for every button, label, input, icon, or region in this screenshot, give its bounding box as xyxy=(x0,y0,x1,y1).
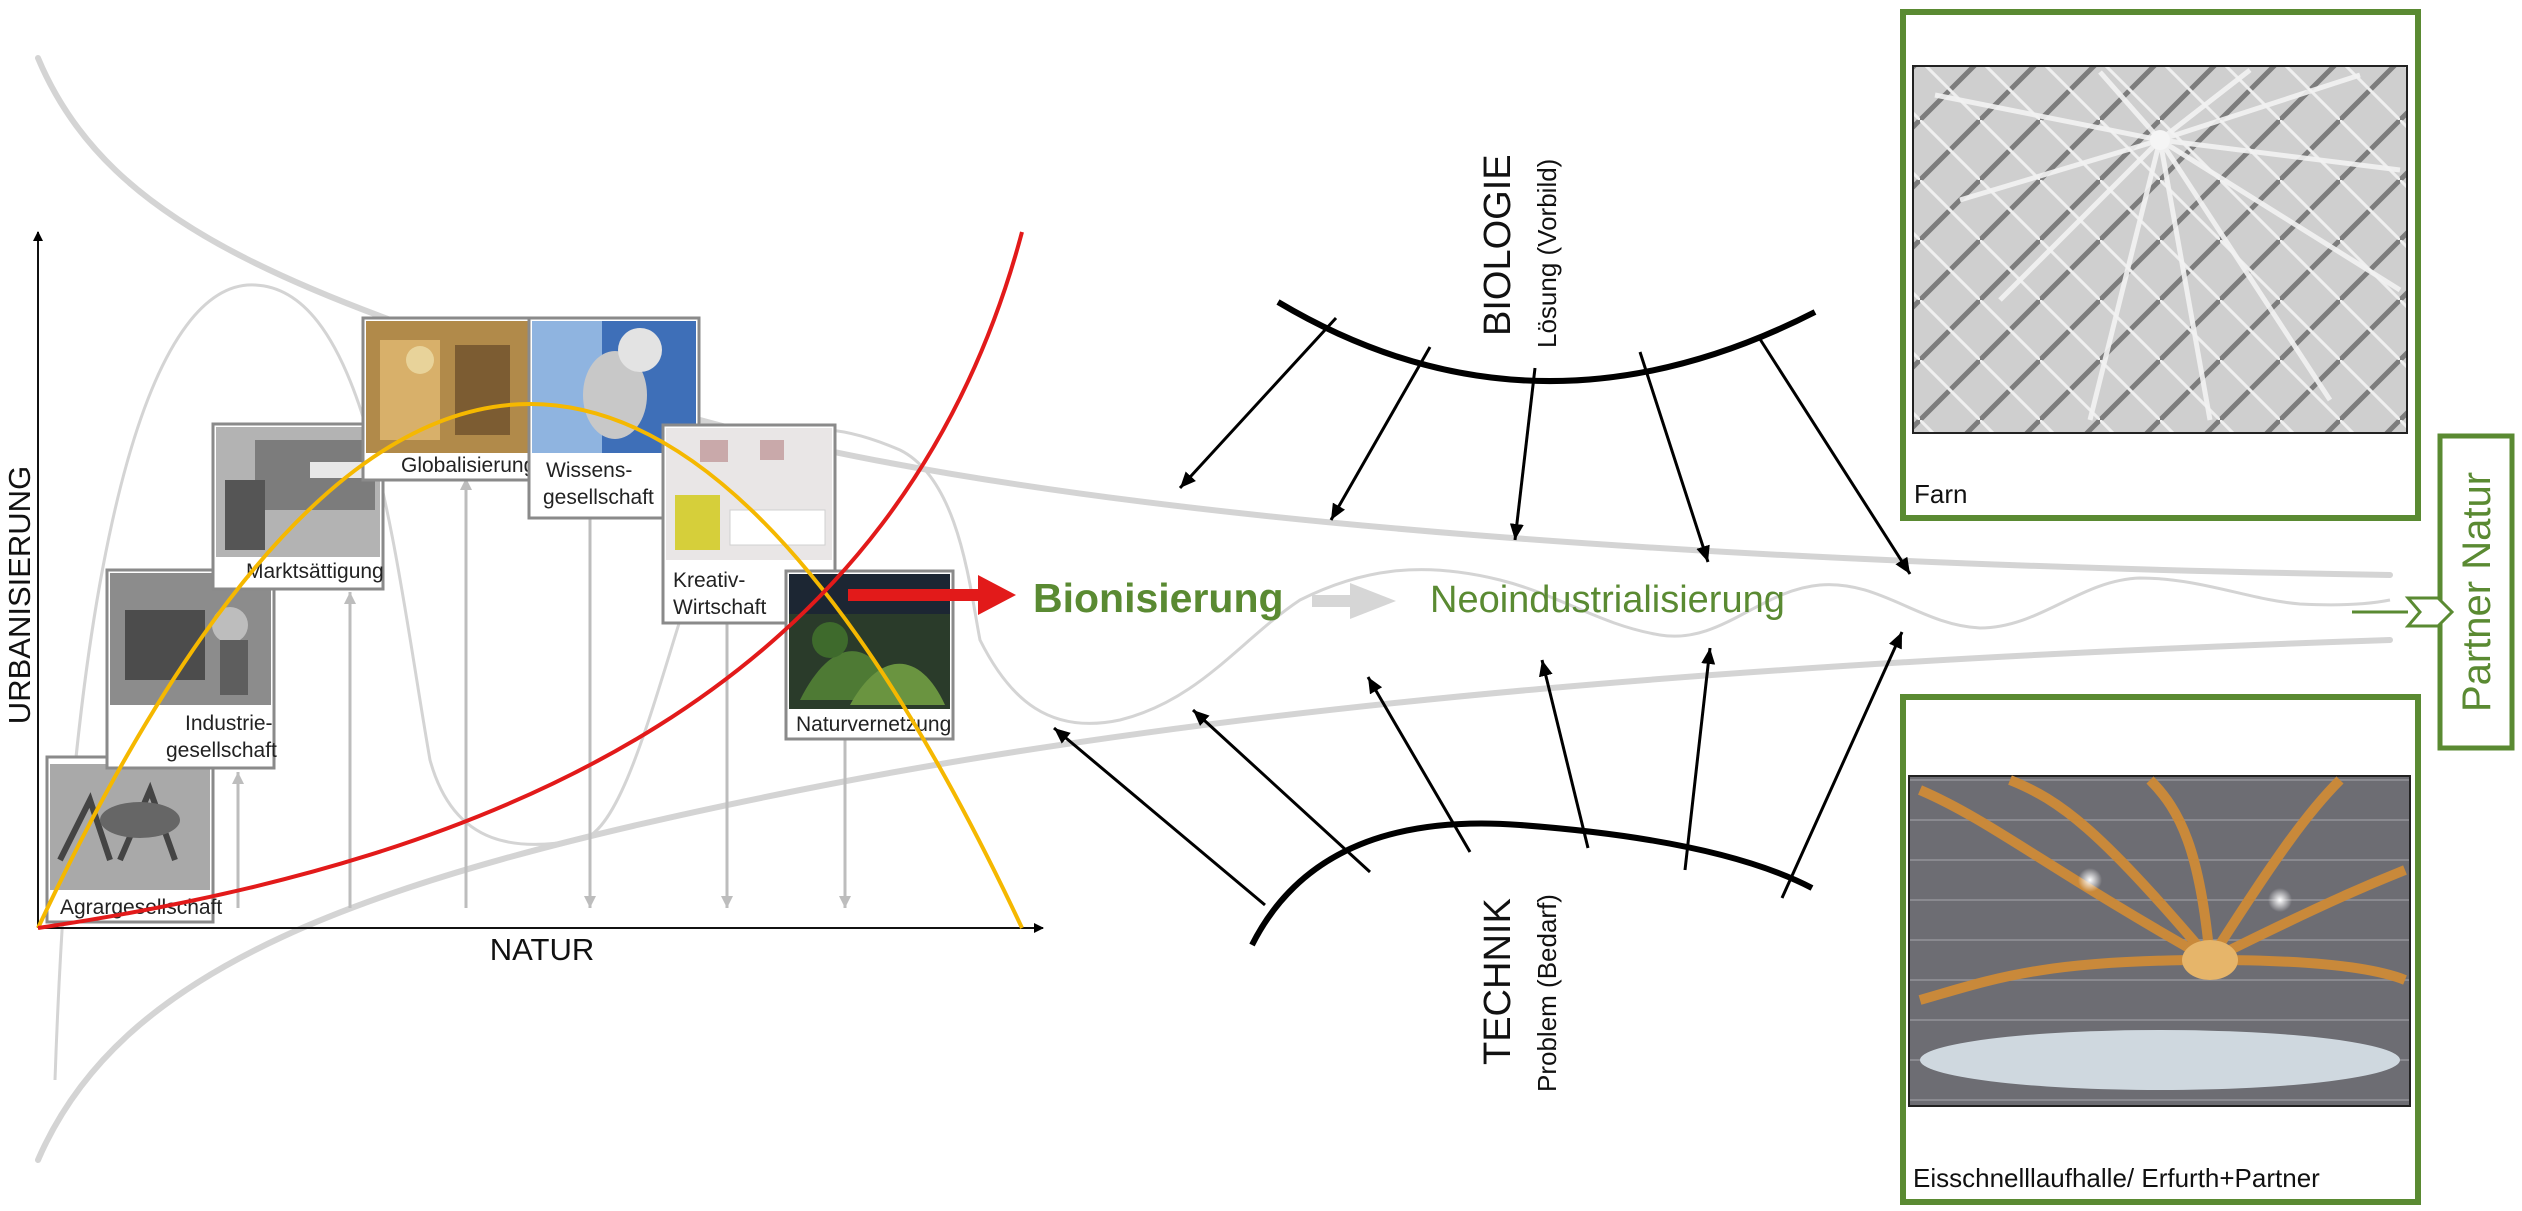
partner-natur-box: Partner Natur xyxy=(2437,433,2515,751)
fern-caption: Farn xyxy=(1914,479,1967,509)
neoindustrialisierung-label: Neoindustrialisierung xyxy=(1430,579,1785,621)
technik-subtitle: Problem (Bedarf) xyxy=(1532,894,1562,1092)
technik-arrow xyxy=(1191,708,1372,874)
y-axis-label: URBANISIERUNG xyxy=(2,466,37,724)
technik-arrows xyxy=(1053,631,1904,907)
stage-label-wissen-2: gesellschaft xyxy=(543,486,654,509)
biologie-title: BIOLOGIE xyxy=(1477,154,1519,336)
stage-label-natur: Naturvernetzung xyxy=(796,713,951,736)
biologie-arrow xyxy=(1329,346,1432,521)
hall-photo-frame: Eisschnelllaufhalle/ Erfurth+Partner xyxy=(1900,694,2421,1205)
funnel-curves xyxy=(35,55,2393,1163)
stage-card-agrar: Agrargesellschaft xyxy=(45,755,222,924)
funnel-lower-curve xyxy=(35,637,2393,1163)
stage-card-global: Globalisierung xyxy=(361,316,535,482)
bionisierung-label: Bionisierung xyxy=(1033,575,1284,621)
x-axis-label: NATUR xyxy=(490,932,594,967)
funnel-upper-curve xyxy=(35,55,2393,578)
technik-arrow xyxy=(1780,631,1904,899)
hall-caption: Eisschnelllaufhalle/ Erfurth+Partner xyxy=(1913,1163,2320,1193)
stage-label-industrie-1: Industrie- xyxy=(185,712,273,735)
grey-transition-arrow xyxy=(1312,583,1396,619)
biologie-arrow xyxy=(1178,316,1338,490)
fern-photo-frame: Farn xyxy=(1900,9,2421,521)
stage-label-wissen-1: Wissens- xyxy=(546,459,632,482)
technik-arrow xyxy=(1053,726,1266,907)
technik-title: TECHNIK xyxy=(1477,898,1519,1065)
red-growth-curve xyxy=(37,231,1024,930)
biologie-arrow xyxy=(1756,335,1912,575)
stage-label-markt: Marktsättigung xyxy=(246,560,384,583)
technik-arrow xyxy=(1683,647,1716,871)
biologie-arrows xyxy=(1178,316,1912,575)
partner-connector-flag xyxy=(2404,596,2455,628)
biologie-arc xyxy=(1276,299,1817,385)
stage-label-kreativ-1: Kreativ- xyxy=(673,569,745,592)
stage-card-industrie: Industrie- gesellschaft xyxy=(105,568,277,770)
partner-natur-label: Partner Natur xyxy=(2455,472,2499,712)
stage-arrows xyxy=(232,478,851,908)
technik-arrow xyxy=(1539,659,1590,849)
orange-development-curve xyxy=(36,402,1024,929)
technik-arrow xyxy=(1366,676,1472,853)
technik-arc xyxy=(1249,820,1814,947)
red-transition-arrow xyxy=(848,575,1016,615)
biologie-arrow xyxy=(1638,351,1710,563)
stage-label-industrie-2: gesellschaft xyxy=(166,739,277,762)
stage-label-kreativ-2: Wirtschaft xyxy=(673,596,767,619)
biologie-arrow xyxy=(1509,367,1537,541)
stage-card-markt: Marktsättigung xyxy=(211,422,385,591)
biologie-subtitle: Lösung (Vorbild) xyxy=(1532,159,1562,348)
fern-photo xyxy=(1912,65,2408,434)
chart-axes: URBANISIERUNG NATUR xyxy=(2,231,1044,967)
partner-connector xyxy=(2352,596,2455,628)
stage-label-global: Globalisierung xyxy=(401,454,535,477)
